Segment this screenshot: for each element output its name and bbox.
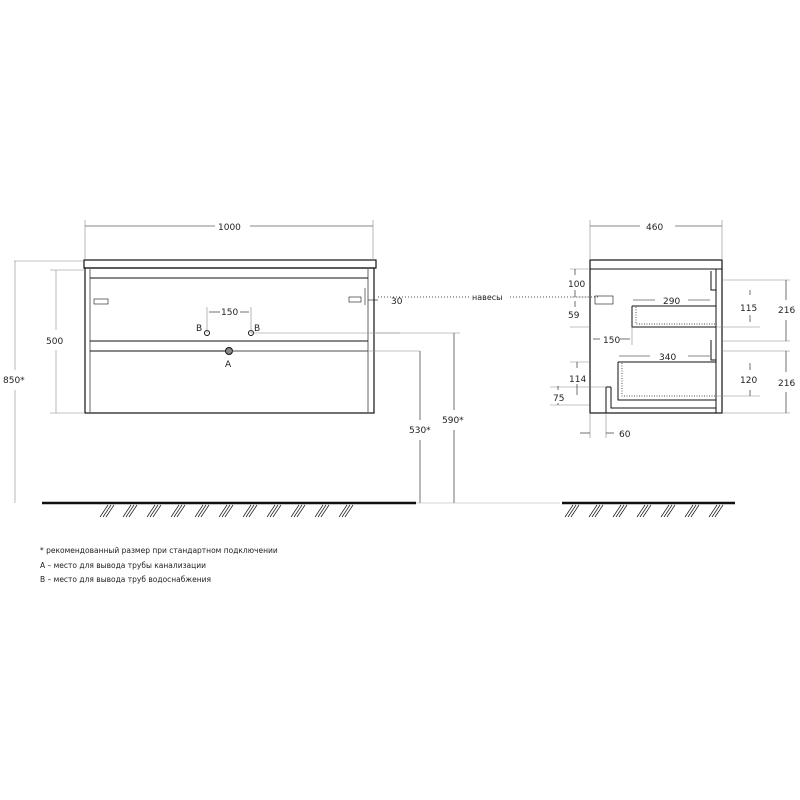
floor-hatch-side [564, 504, 724, 518]
dim-150: 150 [603, 336, 620, 346]
dim-75: 75 [553, 394, 564, 404]
dim-290: 290 [663, 297, 680, 307]
dim-340: 340 [659, 353, 676, 363]
hanger-right [348, 296, 362, 303]
dim-height-500: 500 [46, 337, 63, 347]
note-drain-pipe-a: А – место для вывода трубы канализации [40, 561, 207, 570]
dim-height-530: 530* [409, 426, 431, 436]
dim-115: 115 [740, 304, 757, 314]
note-water-pipes-b: В – место для вывода труб водоснабжения [40, 575, 212, 584]
dim-216-top: 216 [778, 306, 795, 316]
dim-pipe-spacing-150: 150 [221, 308, 238, 318]
dim-100: 100 [568, 280, 585, 290]
dim-59: 59 [568, 311, 580, 321]
label-hangers: навесы [472, 293, 502, 302]
dim-hanger-offset-30: 30 [391, 297, 403, 307]
label-pipe-b-left: B [196, 324, 202, 334]
dim-216-bottom: 216 [778, 379, 795, 389]
label-pipe-a: A [225, 360, 232, 370]
dim-120: 120 [740, 376, 757, 386]
label-pipe-b-right: B [254, 324, 260, 334]
dim-114: 114 [569, 375, 586, 385]
dim-depth-460: 460 [646, 223, 663, 233]
side-view [589, 259, 723, 414]
dim-width-1000: 1000 [218, 223, 241, 233]
dim-height-850: 850* [3, 376, 25, 386]
countertop [83, 259, 377, 269]
dim-60: 60 [619, 430, 631, 440]
hanger-left [93, 298, 109, 305]
cabinet-body [84, 267, 375, 414]
side-body [589, 259, 723, 414]
dim-height-590: 590* [442, 416, 464, 426]
front-view [83, 259, 420, 414]
floor-hatch-front [99, 504, 354, 518]
note-recommended: * рекомендованный размер при стандартном… [40, 546, 278, 555]
